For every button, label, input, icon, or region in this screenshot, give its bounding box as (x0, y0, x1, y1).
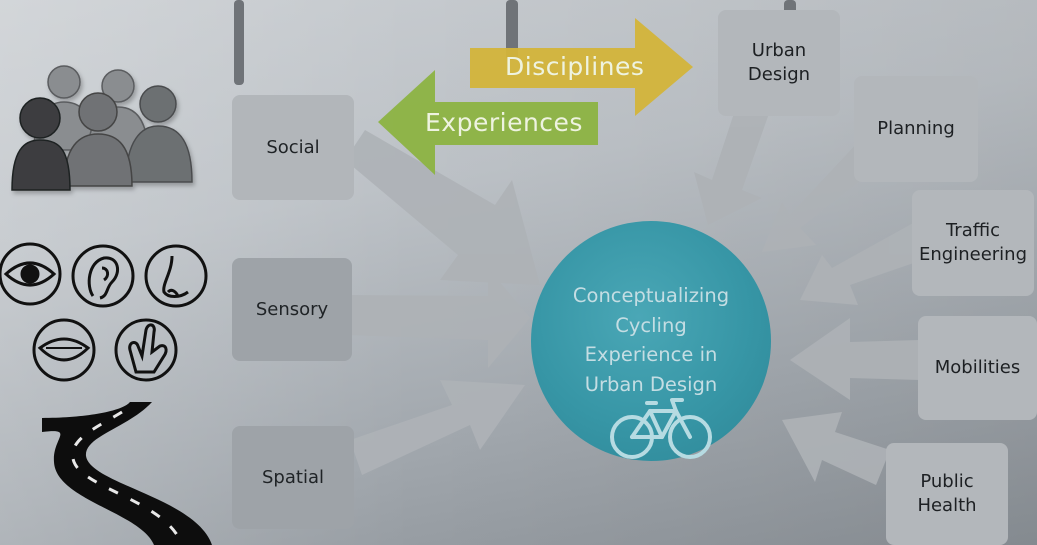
nose-icon (144, 244, 208, 308)
people-group-icon (11, 65, 193, 191)
discipline-box-mobilities: Mobilities (918, 316, 1037, 420)
discipline-label-planning: Planning (877, 118, 955, 139)
flow-arrow-public-health (782, 412, 890, 485)
flow-arrow-sensory (345, 268, 530, 368)
flow-arrow-traffic-engineering (800, 222, 928, 305)
discipline-label-mobilities: Mobilities (934, 357, 1021, 378)
flow-arrow-mobilities (790, 318, 920, 400)
experiences-arrow (378, 70, 598, 175)
flow-arrow-social (345, 130, 540, 285)
five-senses-icon (0, 242, 208, 382)
discipline-label-public-health: Public Health (917, 471, 977, 516)
disciplines-arrow-label: Disciplines (505, 52, 645, 81)
ear-icon (71, 244, 135, 308)
experience-box-social: Social (232, 95, 354, 200)
eye-icon (0, 242, 62, 306)
discipline-label-urban-design: Urban Design (747, 40, 811, 85)
discipline-box-urban-design: Urban Design (718, 10, 840, 116)
flow-arrow-spatial (350, 380, 525, 475)
flow-arrow-urban-design (694, 95, 772, 225)
discipline-box-planning: Planning (854, 76, 978, 182)
experience-label-spatial: Spatial (262, 466, 324, 488)
hand-icon (114, 318, 178, 382)
experience-box-spatial: Spatial (232, 426, 354, 529)
experiences-arrow-label: Experiences (425, 108, 583, 137)
flow-arrow-planning (762, 140, 880, 252)
experience-label-sensory: Sensory (255, 298, 329, 320)
discipline-label-traffic-engineering: Traffic Engineering (919, 220, 1027, 265)
mouth-icon (32, 318, 96, 382)
discipline-box-public-health: Public Health (886, 443, 1008, 545)
experience-box-sensory: Sensory (232, 258, 352, 361)
road-icon (42, 402, 212, 545)
experience-label-social: Social (266, 136, 320, 158)
discipline-box-traffic-engineering: Traffic Engineering (912, 190, 1034, 296)
hanging-post-center (506, 0, 518, 60)
center-concept-label: Conceptualizing Cycling Experience in Ur… (572, 284, 730, 396)
hanging-post-left (234, 0, 244, 85)
disciplines-arrow (470, 18, 693, 116)
